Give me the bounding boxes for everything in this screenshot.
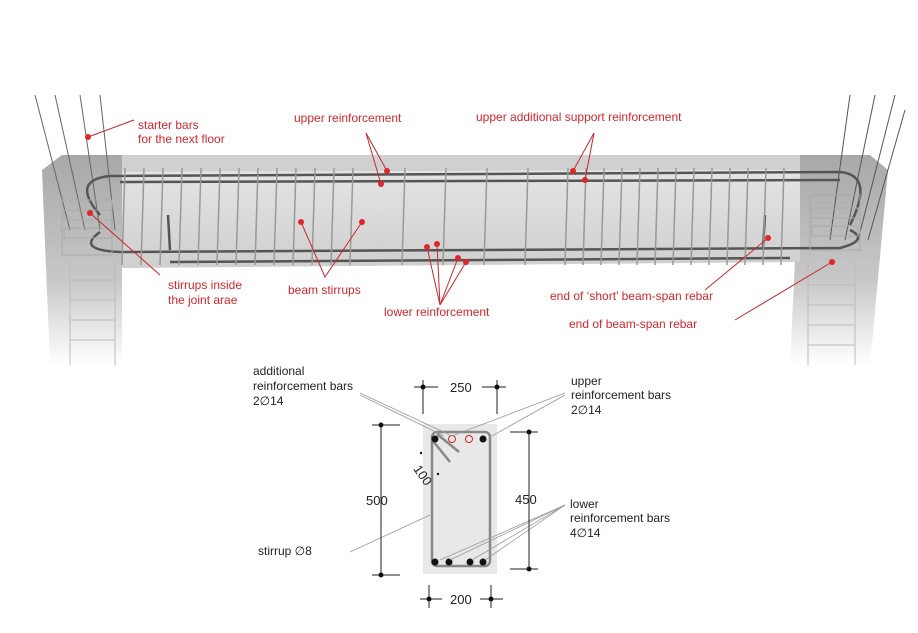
beam-leaders [85, 119, 835, 321]
dim-bottom-width: 200 [450, 592, 472, 607]
stirrup [197, 167, 202, 266]
dim-height: 500 [366, 493, 388, 508]
label-upper-2: reinforcement bars [571, 388, 671, 402]
stirrup [121, 167, 126, 266]
stirrup [654, 167, 659, 266]
label-upper-reinforcement: upper reinforcement [294, 111, 402, 125]
beam [61, 155, 862, 268]
beam-cross-section: 250 500 450 200 100 [349, 380, 566, 608]
stirrup [564, 167, 569, 266]
stirrup [254, 167, 259, 266]
stirrup [235, 167, 240, 266]
stirrup [690, 167, 695, 266]
stirrup [600, 167, 605, 266]
label-beam-stirrups: beam stirrups [288, 283, 361, 297]
label-lower-reinforcement: lower reinforcement [384, 305, 490, 319]
stirrup [618, 167, 623, 266]
label-upper-3: 2∅14 [571, 403, 602, 417]
stirrup [483, 167, 488, 266]
stirrup [178, 167, 183, 266]
stirrup [216, 167, 221, 266]
stirrup [708, 167, 713, 266]
stirrup [780, 167, 785, 266]
label-upper-additional: upper additional support reinforcement [476, 110, 682, 124]
marker-dots [85, 134, 835, 265]
stirrup [273, 167, 278, 266]
stirrup [401, 167, 406, 266]
stirrup [636, 167, 641, 266]
label-additional-3: 2∅14 [253, 394, 284, 408]
stirrup [442, 167, 447, 266]
stirrup [744, 167, 749, 266]
stirrup [292, 167, 297, 266]
dim-inner-height: 450 [515, 492, 537, 507]
label-starter-bars-2: for the next floor [138, 132, 225, 146]
stirrup [672, 167, 677, 266]
joint-stirrups [61, 194, 861, 256]
stirrup [159, 167, 164, 266]
label-upper-1: upper [571, 374, 602, 388]
stirrup [762, 167, 767, 266]
section-leaders [349, 392, 566, 561]
label-end-short-rebar: end of ‘short’ beam-span rebar [550, 289, 713, 303]
label-lower-2: reinforcement bars [570, 511, 670, 525]
stirrup [140, 167, 145, 266]
stirrup [524, 167, 529, 266]
label-stirrup: stirrup ∅8 [258, 544, 312, 558]
stirrup [330, 167, 335, 266]
beam-stirrups [121, 167, 785, 266]
label-additional-1: additional [253, 364, 304, 378]
label-stirrups-joint-2: the joint arae [168, 293, 238, 307]
label-stirrups-joint-1: stirrups inside [168, 278, 242, 292]
dim-top-width: 250 [450, 380, 472, 395]
stirrup [349, 167, 354, 266]
label-end-span-rebar: end of beam-span rebar [569, 317, 697, 331]
label-lower-3: 4∅14 [570, 526, 601, 540]
label-lower-1: lower [570, 497, 599, 511]
label-additional-2: reinforcement bars [253, 379, 353, 393]
label-starter-bars-1: starter bars [138, 118, 199, 132]
section-bars [431, 435, 487, 566]
right-column [790, 94, 906, 365]
stirrup [582, 167, 587, 266]
stirrup [726, 167, 731, 266]
